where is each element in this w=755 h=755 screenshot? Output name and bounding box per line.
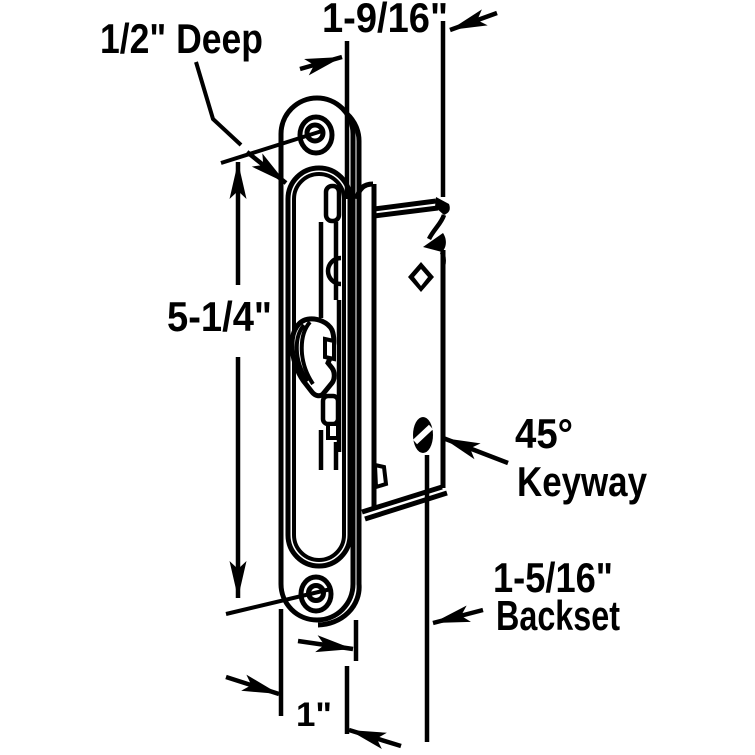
case-lower-tab: [372, 462, 389, 490]
label-hole-spacing: 5-1/4": [167, 293, 272, 340]
leader-line: [194, 61, 243, 147]
ref-line-bottom-screw: [225, 587, 332, 616]
dim-arrow: [225, 674, 280, 697]
lock-case: [354, 181, 450, 522]
dimension-labels: 1/2" Deep 1-9/16" 5-1/4" 45° Keyway 1-5/…: [100, 0, 648, 734]
case-lower-hook: [423, 233, 446, 252]
bolt-tail: [326, 422, 340, 440]
case-hook-curve: [426, 214, 447, 241]
label-keyway: Keyway: [517, 458, 648, 505]
dimension-annotations: [194, 9, 509, 750]
latch-lever-detail: [323, 336, 336, 362]
case-flange-hook: [435, 197, 450, 215]
latch-lever-contour: [294, 323, 310, 383]
case-bottom-edge-echo: [364, 490, 448, 522]
case-flange-bottom: [373, 205, 439, 219]
upper-bolt-slot: [323, 183, 342, 224]
label-backset-word: Backset: [496, 592, 620, 639]
label-top-width: 1-9/16": [322, 0, 448, 41]
dim-arrow: [442, 435, 509, 466]
dim-arrow: [432, 605, 484, 626]
label-backset-value: 1-5/16": [493, 554, 613, 601]
label-bottom-width: 1": [296, 696, 332, 734]
keyway-port: [412, 417, 434, 453]
bolt-body: [320, 393, 341, 427]
pivot-boss: [325, 255, 342, 287]
label-keyway-angle: 45°: [515, 410, 573, 457]
latch-lever-contour: [299, 320, 315, 386]
faceplate: [278, 95, 362, 628]
ref-line-top-screw: [220, 129, 323, 165]
case-flange-top: [373, 198, 437, 212]
dim-arrow: [297, 635, 354, 653]
dim-arrow: [245, 150, 288, 185]
latch-mechanism: [289, 183, 342, 470]
dim-arrow: [348, 727, 402, 750]
dim-arrow: [449, 9, 498, 33]
screw-hole-top: [297, 114, 335, 156]
dim-arrow: [299, 54, 343, 76]
lock-case-side-face: [374, 204, 443, 510]
label-half-inch-deep: 1/2" Deep: [100, 15, 263, 62]
diamond-hole-inner: [414, 269, 428, 286]
